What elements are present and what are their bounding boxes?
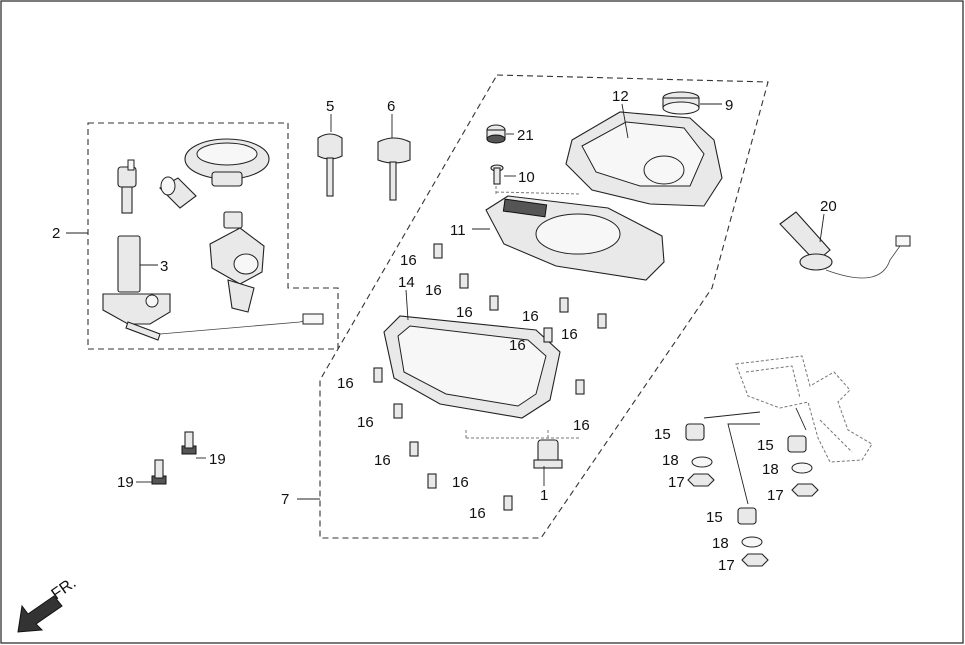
mounting-hardware	[685, 407, 819, 567]
ignition-switch-body	[102, 235, 324, 341]
seat-lock-cylinder	[159, 176, 197, 209]
callout-10: 10	[518, 169, 535, 186]
callout-15-a: 15	[654, 426, 671, 443]
callout-16-f: 16	[561, 326, 578, 343]
fuel-cap-lock	[184, 138, 270, 187]
leader-lines	[66, 103, 825, 500]
callout-16-j: 16	[374, 452, 391, 469]
callout-17-a: 17	[668, 474, 685, 491]
callout-16-c: 16	[456, 304, 473, 321]
ignition-switch-key	[117, 159, 137, 214]
callout-17-b: 17	[767, 487, 784, 504]
callout-16-k: 16	[452, 474, 469, 491]
meter-stay-bracket	[735, 355, 873, 463]
callout-12: 12	[612, 88, 629, 105]
screw-10	[490, 164, 504, 185]
callout-16-g: 16	[337, 375, 354, 392]
bulb-socket-1	[533, 439, 563, 469]
handlebar-lock	[209, 211, 265, 313]
callout-19-a: 19	[209, 451, 226, 468]
bolts-19	[151, 431, 197, 485]
callout-18-b: 18	[762, 461, 779, 478]
callout-2: 2	[52, 225, 60, 242]
callout-16-l: 16	[469, 505, 486, 522]
callout-21: 21	[517, 127, 534, 144]
callout-16-h: 16	[357, 414, 374, 431]
callout-18-c: 18	[712, 535, 729, 552]
callout-19-b: 19	[117, 474, 134, 491]
callout-6: 6	[387, 98, 395, 115]
callout-16-b: 16	[425, 282, 442, 299]
callout-labels: 1 2 3 5 6 7 9 10 11 12 14 21 20 16 16 16…	[52, 88, 837, 574]
key-5	[317, 133, 343, 197]
speed-sensor-20	[779, 211, 911, 279]
meter-case-14	[383, 315, 561, 419]
callout-7: 7	[281, 491, 289, 508]
nut-21	[486, 124, 506, 144]
callout-9: 9	[725, 97, 733, 114]
group-2-boundary	[87, 122, 339, 350]
screws-16	[373, 243, 607, 511]
callout-11: 11	[450, 222, 466, 239]
meter-cover	[565, 111, 723, 207]
socket-leader	[465, 430, 580, 440]
callout-1: 1	[540, 487, 548, 504]
callout-15-b: 15	[757, 437, 774, 454]
meter-panel-11	[485, 195, 665, 281]
callout-15-c: 15	[706, 509, 723, 526]
callout-20: 20	[820, 198, 837, 215]
callout-18-a: 18	[662, 452, 679, 469]
callout-16-e: 16	[509, 337, 526, 354]
meter-stay-detail	[745, 365, 853, 453]
grommet-9	[662, 91, 700, 115]
key-6	[377, 137, 411, 201]
group-7-boundary	[319, 74, 769, 539]
callout-16-a: 16	[400, 252, 417, 269]
callout-16-d: 16	[522, 308, 539, 325]
callout-14: 14	[398, 274, 415, 291]
callout-5: 5	[326, 98, 334, 115]
callout-16-i: 16	[573, 417, 590, 434]
callout-3: 3	[160, 258, 168, 275]
arrow-down-left-icon	[17, 595, 63, 633]
screw-leader	[495, 186, 581, 196]
callout-17-c: 17	[718, 557, 735, 574]
